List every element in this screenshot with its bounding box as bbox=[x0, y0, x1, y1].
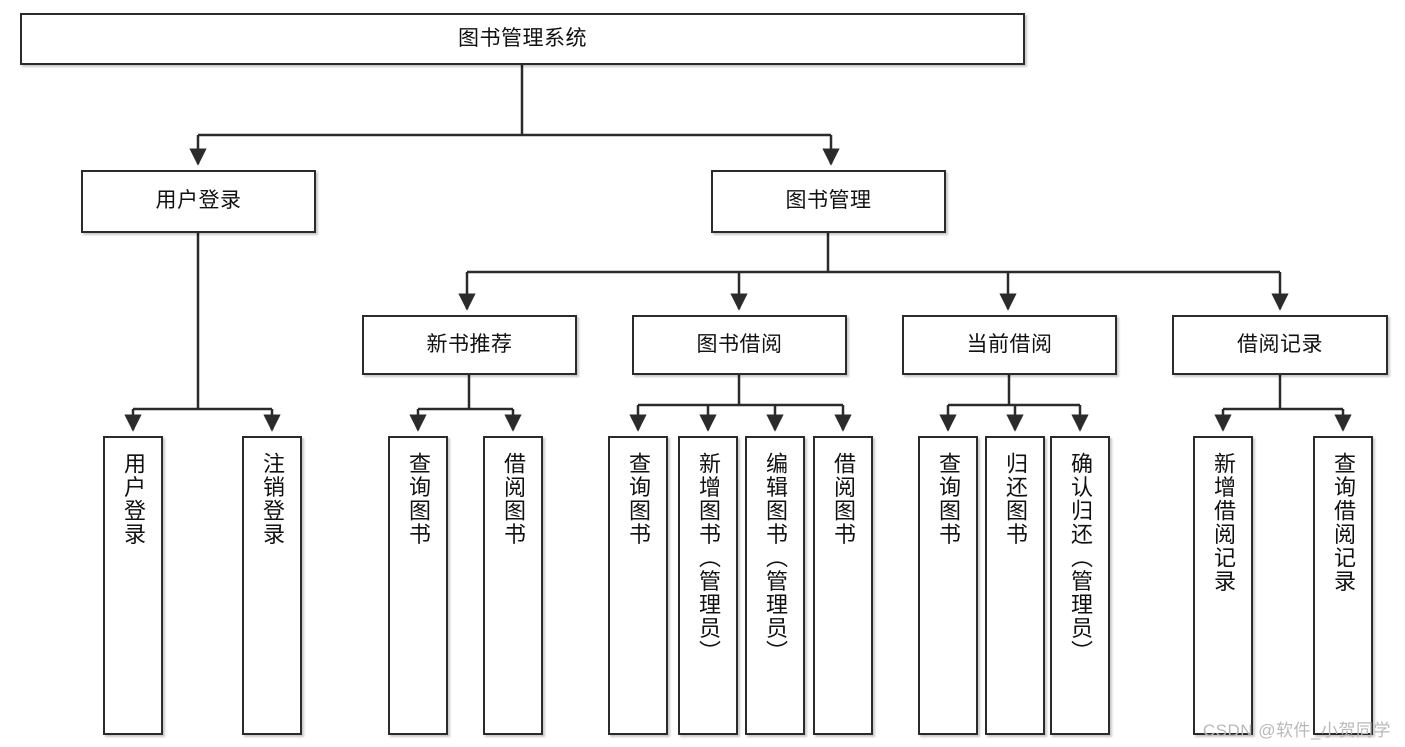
node-leaf-edit-book[interactable]: 编辑图书（管理员） bbox=[745, 436, 805, 735]
node-leaf-query-book-3-label: 查询图书 bbox=[935, 452, 961, 546]
node-leaf-user-login[interactable]: 用户登录 bbox=[103, 436, 163, 735]
node-borrow-record[interactable]: 借阅记录 bbox=[1172, 315, 1388, 375]
node-leaf-query-book-1-label: 查询图书 bbox=[405, 452, 431, 546]
node-user-login-label: 用户登录 bbox=[155, 189, 242, 213]
node-borrow-record-label: 借阅记录 bbox=[1237, 332, 1323, 356]
node-leaf-user-login-label: 用户登录 bbox=[120, 452, 146, 546]
node-leaf-borrow-book-2[interactable]: 借阅图书 bbox=[813, 436, 873, 735]
node-leaf-query-record-label: 查询借阅记录 bbox=[1330, 452, 1356, 593]
node-book-manage[interactable]: 图书管理 bbox=[711, 170, 946, 233]
node-user-login[interactable]: 用户登录 bbox=[81, 170, 316, 233]
watermark: CSDN @软件_小贺同学 bbox=[1202, 721, 1391, 740]
node-new-book-recommend[interactable]: 新书推荐 bbox=[362, 315, 577, 375]
node-leaf-return-book-label: 归还图书 bbox=[1002, 452, 1028, 546]
node-new-book-recommend-label: 新书推荐 bbox=[426, 332, 513, 356]
node-book-borrow-label: 图书借阅 bbox=[696, 332, 783, 356]
node-root[interactable]: 图书管理系统 bbox=[20, 13, 1025, 65]
node-leaf-add-book-label: 新增图书（管理员） bbox=[695, 452, 721, 664]
node-leaf-logout-label: 注销登录 bbox=[259, 452, 285, 546]
node-leaf-query-book-3[interactable]: 查询图书 bbox=[918, 436, 978, 735]
node-leaf-add-book[interactable]: 新增图书（管理员） bbox=[678, 436, 738, 735]
node-leaf-confirm-return-label: 确认归还（管理员） bbox=[1067, 452, 1093, 664]
node-book-borrow[interactable]: 图书借阅 bbox=[632, 315, 847, 375]
node-leaf-query-record[interactable]: 查询借阅记录 bbox=[1313, 436, 1373, 735]
node-leaf-borrow-book-2-label: 借阅图书 bbox=[830, 452, 856, 546]
node-leaf-borrow-book-1[interactable]: 借阅图书 bbox=[483, 436, 543, 735]
node-leaf-borrow-book-1-label: 借阅图书 bbox=[500, 452, 526, 546]
node-current-borrow[interactable]: 当前借阅 bbox=[902, 315, 1117, 375]
node-leaf-query-book-2[interactable]: 查询图书 bbox=[608, 436, 668, 735]
node-leaf-add-record[interactable]: 新增借阅记录 bbox=[1193, 436, 1253, 735]
node-current-borrow-label: 当前借阅 bbox=[966, 332, 1053, 356]
node-leaf-add-record-label: 新增借阅记录 bbox=[1210, 452, 1236, 593]
node-leaf-return-book[interactable]: 归还图书 bbox=[985, 436, 1045, 735]
node-book-manage-label: 图书管理 bbox=[785, 189, 872, 213]
node-root-label: 图书管理系统 bbox=[458, 26, 587, 50]
node-leaf-logout[interactable]: 注销登录 bbox=[242, 436, 302, 735]
node-leaf-confirm-return[interactable]: 确认归还（管理员） bbox=[1050, 436, 1110, 735]
node-leaf-query-book-2-label: 查询图书 bbox=[625, 452, 651, 546]
node-leaf-query-book-1[interactable]: 查询图书 bbox=[388, 436, 448, 735]
node-leaf-edit-book-label: 编辑图书（管理员） bbox=[762, 452, 788, 664]
